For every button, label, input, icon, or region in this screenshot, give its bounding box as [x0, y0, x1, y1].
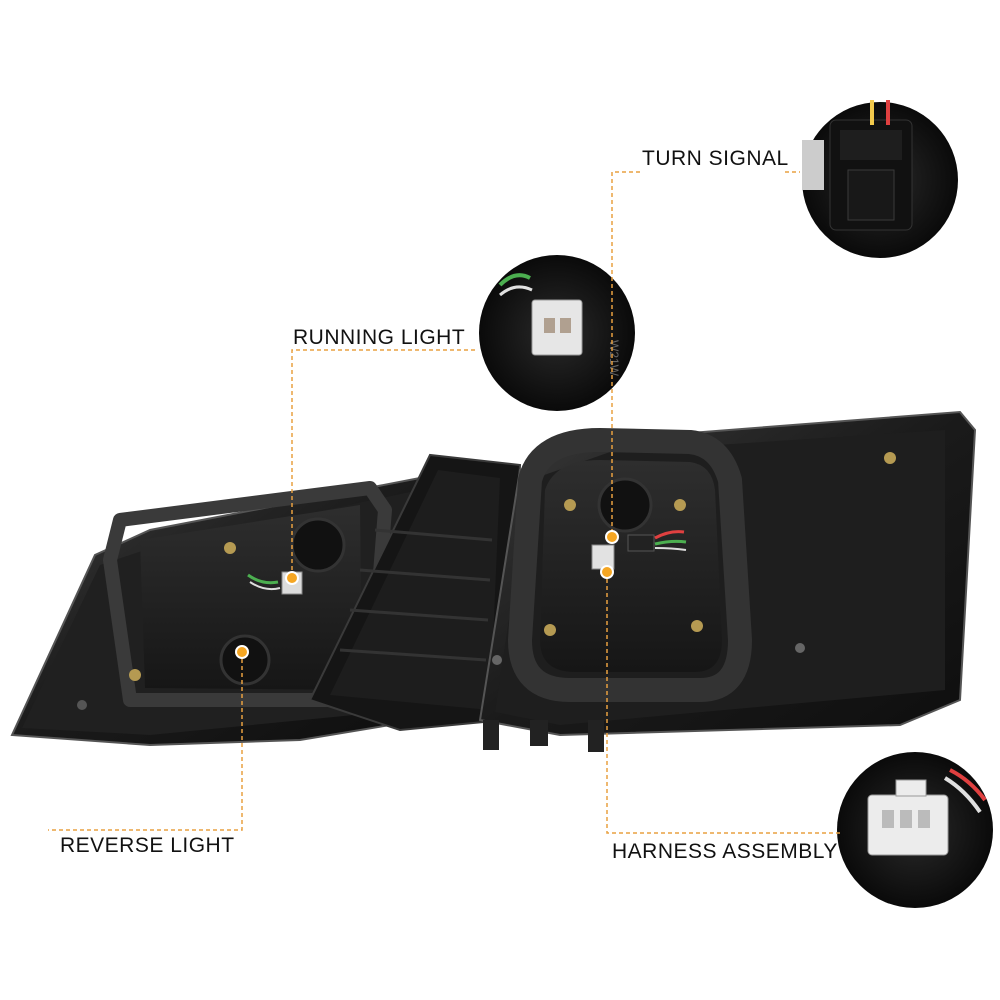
- left-tail-light-housing: [10, 476, 442, 747]
- turn-signal-callout-line: [611, 171, 640, 537]
- turn-signal-marker-dot: [605, 530, 619, 544]
- running-light-zoom-inset: W21W: [479, 255, 635, 411]
- running-light-marker-dot: [285, 571, 299, 585]
- harness-assembly-callout-line: [606, 572, 840, 834]
- turn-signal-label: TURN SIGNAL: [642, 147, 789, 170]
- right-tail-light-housing: [478, 410, 977, 752]
- turn-signal-zoom-inset: [802, 100, 958, 258]
- harness-assembly-marker-dot: [600, 565, 614, 579]
- harness-assembly-zoom-inset: [837, 752, 993, 908]
- harness-assembly-label: HARNESS ASSEMBLY: [612, 840, 838, 863]
- reverse-light-callout-line: [48, 652, 243, 831]
- reverse-light-label: REVERSE LIGHT: [60, 834, 235, 857]
- reverse-light-marker-dot: [235, 645, 249, 659]
- bulb-marking-text: W21W: [607, 340, 621, 377]
- running-light-label: RUNNING LIGHT: [293, 326, 466, 349]
- running-light-callout-line: [291, 349, 475, 578]
